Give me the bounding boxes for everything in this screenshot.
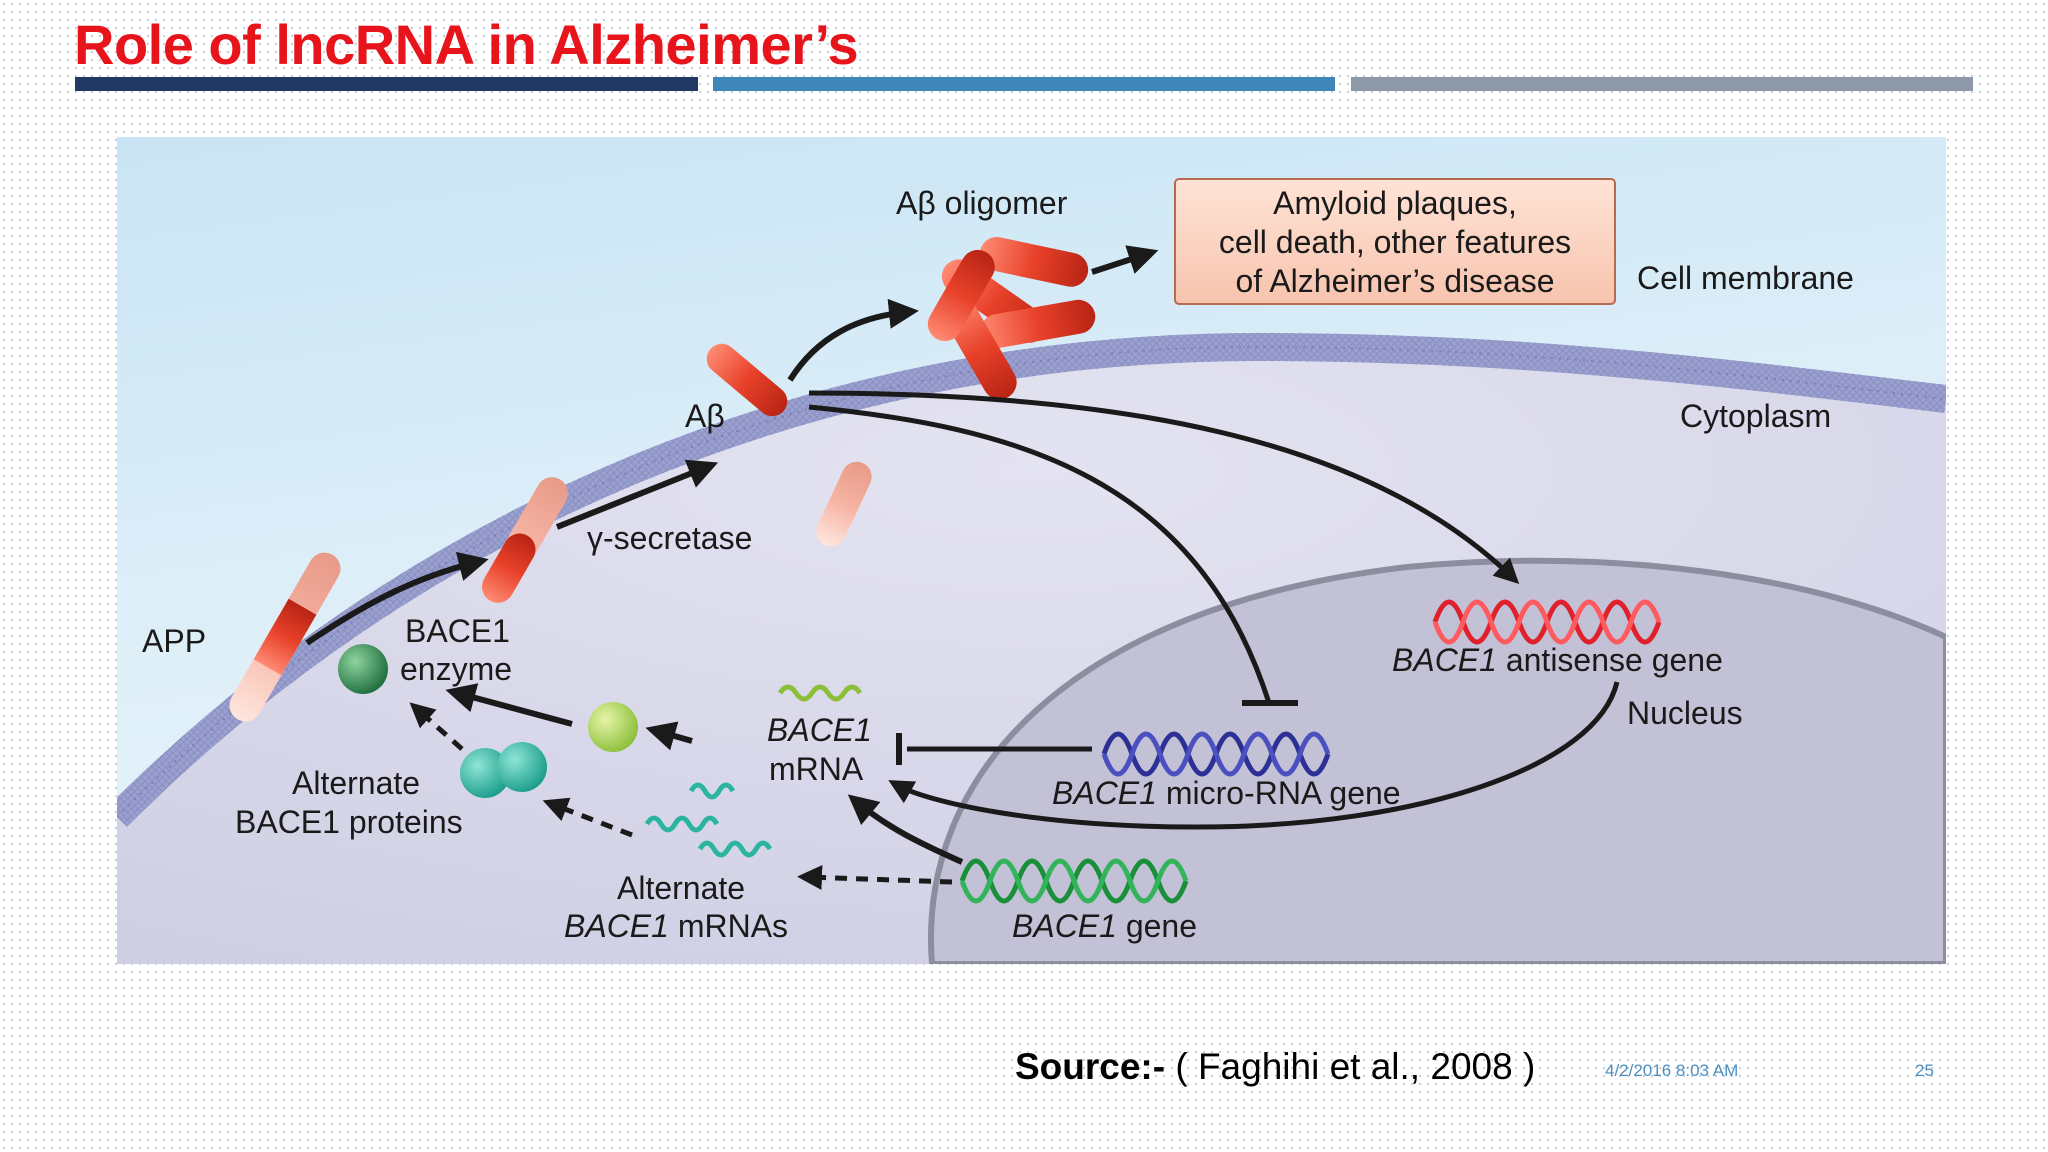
arrow-secretase-to-abeta <box>555 459 719 530</box>
alt-mrnas-label-1: Alternate <box>617 870 745 906</box>
nucleus <box>928 557 1946 964</box>
bace1-protein-ball <box>588 702 638 752</box>
antisense-gene-dna <box>1432 599 1662 645</box>
outcome-line-1: Amyloid plaques, <box>1273 185 1517 221</box>
secretase-cleaved-app <box>482 477 568 603</box>
antisense-gene-label: BACE1 antisense gene <box>1392 642 1723 678</box>
source-citation: Source:- ( Faghihi et al., 2008 ) <box>1015 1046 1535 1088</box>
title-underline-navy <box>75 77 698 91</box>
bace1-gene-dna <box>959 858 1189 904</box>
title-underline-gray <box>1351 77 1973 91</box>
source-text: ( Faghihi et al., 2008 ) <box>1165 1046 1536 1087</box>
microrna-gene-dna <box>1101 731 1331 777</box>
arrow-gene-to-mrna <box>847 794 964 865</box>
app-label: APP <box>142 623 206 659</box>
arrow-abeta-to-oligomer <box>787 298 919 382</box>
bace1-enzyme-ball <box>338 644 388 694</box>
alt-proteins-label-2: BACE1 proteins <box>235 804 463 840</box>
app-protein <box>229 552 341 722</box>
abeta-oligomer-label: Aβ oligomer <box>896 185 1068 221</box>
bace1-mrna-gene-label: BACE1 <box>767 712 872 748</box>
alt-mrnas-label-2: BACE1 mRNAs <box>564 908 788 944</box>
slide-title: Role of lncRNA in Alzheimer’s <box>74 13 859 76</box>
bace1-mrna-label: mRNA <box>769 751 864 787</box>
bace1-enzyme-label-1: BACE1 <box>405 613 510 649</box>
gamma-secretase-label: γ-secretase <box>587 520 752 556</box>
bace1-enzyme-label-2: enzyme <box>400 651 512 687</box>
outcome-line-2: cell death, other features <box>1219 224 1571 260</box>
alt-proteins-label-1: Alternate <box>292 765 420 801</box>
alt-mrna-squiggles <box>644 782 773 858</box>
alt-protein-ball-1 <box>460 748 510 798</box>
abeta-label: Aβ <box>685 398 725 434</box>
outcome-line-3: of Alzheimer’s disease <box>1236 263 1555 299</box>
abeta-oligomer <box>927 236 1096 400</box>
arrow-antisense-to-mrna <box>888 681 1620 830</box>
inhibit-abeta-microrna <box>808 404 1272 704</box>
cleaved-fragment <box>816 461 872 547</box>
bace1-pathway-diagram: Amyloid plaques, cell death, other featu… <box>117 137 1946 964</box>
alt-protein-ball-2 <box>497 742 547 792</box>
title-underline-blue <box>713 77 1335 91</box>
arrow-protein-to-enzyme <box>445 683 573 727</box>
cytoplasm-label: Cytoplasm <box>1680 398 1831 434</box>
arrow-alt-protein-to-enzyme <box>409 702 464 751</box>
outcome-box <box>1174 178 1616 305</box>
arrow-oligomer-to-plaques <box>1091 245 1159 275</box>
arrow-abeta-to-antisense <box>808 390 1520 584</box>
arrow-app-to-secretase <box>305 551 489 646</box>
nucleus-label: Nucleus <box>1627 695 1743 731</box>
bace1-mrna-squiggle <box>777 684 863 702</box>
source-prefix: Source:- <box>1015 1046 1166 1087</box>
abeta-peptide <box>706 343 788 417</box>
arrow-mrna-to-protein <box>645 721 693 751</box>
arrow-gene-to-alt-mrna <box>797 865 953 891</box>
bace1-gene-label: BACE1 gene <box>1012 908 1197 944</box>
cell-membrane-label: Cell membrane <box>1637 260 1854 296</box>
microrna-gene-label: BACE1 micro-RNA gene <box>1052 775 1401 811</box>
footer-date: 4/2/2016 8:03 AM <box>1605 1061 1739 1080</box>
arrow-alt-mrna-to-alt-protein <box>542 797 633 838</box>
page-number: 25 <box>1915 1061 1934 1080</box>
